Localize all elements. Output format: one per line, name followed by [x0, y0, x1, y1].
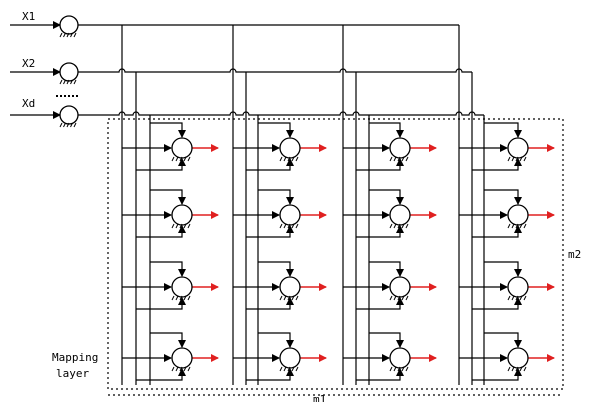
wire-layer	[10, 21, 555, 385]
top-input-c3-r4	[369, 332, 404, 348]
bottom-input-c1-r1	[136, 158, 186, 171]
mapping-label-line1: Mapping	[52, 351, 98, 364]
m1-label: m1	[313, 393, 326, 402]
bottom-input-c4-r1	[472, 158, 522, 171]
mapping-node-c1-r3	[171, 276, 193, 301]
input-label-xd: Xd	[22, 97, 35, 110]
mapping-node-c1-r2	[171, 204, 193, 229]
input-node-x2	[59, 62, 79, 85]
mapping-node-c2-r1	[279, 137, 301, 162]
mapping-node-c4-r3	[507, 276, 529, 301]
mapping-node-c3-r3	[389, 276, 411, 301]
top-input-c2-r4	[258, 332, 294, 348]
input-bus-xd	[78, 111, 484, 116]
mapping-node-c4-r4	[507, 347, 529, 372]
bottom-input-c1-r3	[136, 297, 186, 310]
mapping-node-c2-r4	[279, 347, 301, 372]
mapping-node-c2-r2	[279, 204, 301, 229]
top-input-c3-r3	[369, 261, 404, 277]
bottom-input-c3-r3	[356, 297, 404, 310]
mapping-label-line2: layer	[56, 367, 89, 380]
top-input-c4-r3	[484, 261, 522, 277]
bottom-input-c1-r2	[136, 225, 186, 238]
top-input-c1-r3	[150, 261, 186, 277]
input-node-xd	[59, 105, 79, 128]
top-input-c2-r3	[258, 261, 294, 277]
mapping-node-c2-r3	[279, 276, 301, 301]
mapping-node-c4-r1	[507, 137, 529, 162]
top-input-c4-r1	[484, 122, 522, 138]
bottom-input-c3-r4	[356, 368, 404, 381]
bottom-input-c2-r3	[246, 297, 294, 310]
bottom-input-c4-r3	[472, 297, 522, 310]
bottom-input-c3-r1	[356, 158, 404, 171]
input-label-x2: X2	[22, 57, 35, 70]
top-input-c1-r2	[150, 189, 186, 205]
bottom-input-c2-r4	[246, 368, 294, 381]
bottom-input-c1-r4	[136, 368, 186, 381]
bottom-input-c4-r4	[472, 368, 522, 381]
m2-label: m2	[568, 248, 581, 261]
top-input-c3-r1	[369, 122, 404, 138]
top-input-c1-r1	[150, 122, 186, 138]
mapping-node-c1-r1	[171, 137, 193, 162]
mapping-node-c4-r2	[507, 204, 529, 229]
top-input-c4-r4	[484, 332, 522, 348]
bottom-input-c4-r2	[472, 225, 522, 238]
input-node-x1	[59, 15, 79, 38]
mapping-node-c3-r2	[389, 204, 411, 229]
bottom-input-c2-r2	[246, 225, 294, 238]
top-input-c3-r2	[369, 189, 404, 205]
top-input-c4-r2	[484, 189, 522, 205]
mapping-layer-box	[107, 118, 564, 390]
top-input-c2-r2	[258, 189, 294, 205]
node-layer	[59, 15, 529, 372]
input-bus-x2	[78, 68, 472, 73]
bottom-input-c2-r1	[246, 158, 294, 171]
mapping-node-c3-r1	[389, 137, 411, 162]
mapping-node-c1-r4	[171, 347, 193, 372]
mapping-node-c3-r4	[389, 347, 411, 372]
top-input-c1-r4	[150, 332, 186, 348]
input-label-x1: X1	[22, 10, 35, 23]
bottom-input-c3-r2	[356, 225, 404, 238]
top-input-c2-r1	[258, 122, 294, 138]
